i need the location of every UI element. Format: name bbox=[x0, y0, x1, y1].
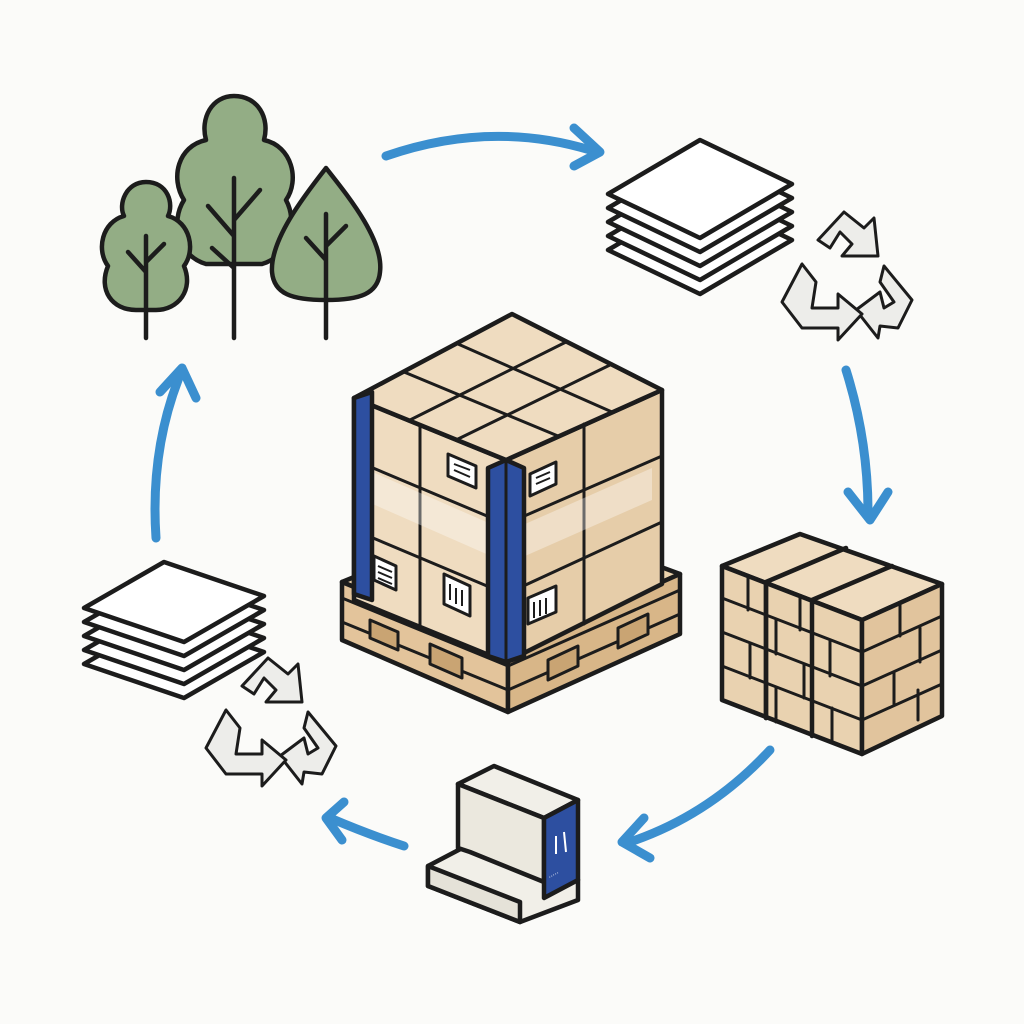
recycle-icon bbox=[780, 210, 914, 342]
shipping-label bbox=[528, 460, 558, 498]
flow-arrow-protector-to-paper bbox=[321, 797, 409, 851]
flow-arrow-paper-to-bale bbox=[841, 365, 893, 525]
recycle-icon bbox=[204, 656, 338, 788]
trees-icon bbox=[99, 93, 383, 341]
flow-arrow-forest-to-paper bbox=[381, 123, 605, 171]
wrapped-pallet-icon bbox=[339, 311, 683, 715]
paper-sheets-icon bbox=[605, 137, 795, 297]
flow-arrow-bale-to-protector bbox=[617, 745, 775, 863]
paper-sheets-icon bbox=[81, 559, 267, 701]
edge-protector-icon: ..... bbox=[425, 763, 581, 925]
shipping-label bbox=[372, 554, 398, 592]
strapped-paper-bale-icon bbox=[719, 531, 945, 757]
shipping-label bbox=[526, 584, 558, 626]
shipping-label bbox=[446, 452, 478, 490]
shipping-label bbox=[442, 572, 472, 618]
flow-arrow-paper-to-forest bbox=[150, 363, 201, 543]
